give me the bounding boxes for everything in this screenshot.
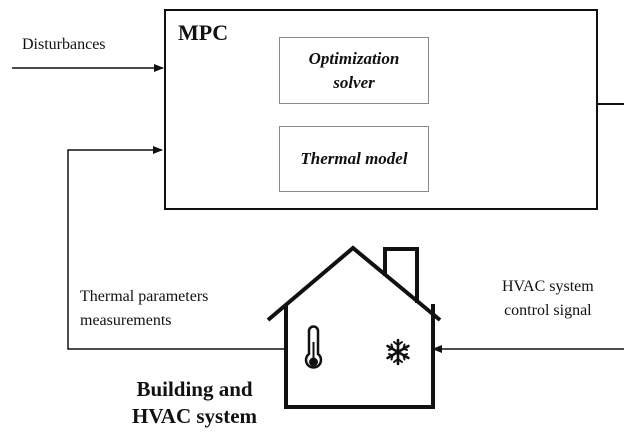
snowflake-icon xyxy=(386,338,410,366)
control-signal-line2: control signal xyxy=(504,302,592,319)
thermal-model-box: Thermal model xyxy=(279,126,429,192)
mpc-title: MPC xyxy=(178,20,229,45)
thermal-model-label: Thermal model xyxy=(300,149,408,168)
control-signal-line1: HVAC system xyxy=(502,278,594,295)
optimization-solver-box: Optimization solver xyxy=(279,37,429,104)
building-label-line2: HVAC system xyxy=(132,404,258,428)
optimization-solver-label-line2: solver xyxy=(333,72,375,92)
mpc-block xyxy=(164,9,598,210)
building-label-line1: Building and xyxy=(136,377,253,401)
house-icon xyxy=(266,245,442,409)
building-label: Building and HVAC system xyxy=(132,376,257,430)
thermal-parameters-line2: measurements xyxy=(80,312,172,329)
feedback-line xyxy=(67,146,286,350)
optimization-solver-label-line1: Optimization xyxy=(308,48,400,68)
thermal-parameters-line1: Thermal parameters xyxy=(80,288,209,305)
disturbances-label: Disturbances xyxy=(22,36,106,53)
control-signal-label: HVAC system control signal xyxy=(502,275,594,323)
thermal-parameters-label: Thermal parameters measurements xyxy=(80,285,208,333)
thermometer-icon xyxy=(304,325,323,369)
